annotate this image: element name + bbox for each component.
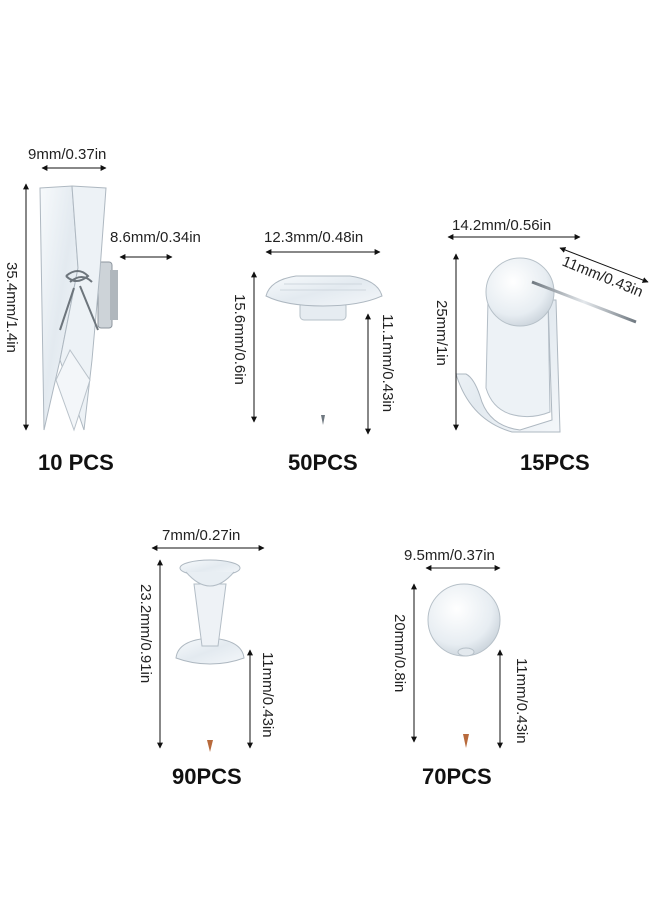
round-height-label: 20mm/0.8in bbox=[391, 614, 408, 693]
push-pin-label: 11mm/0.43in bbox=[259, 652, 276, 738]
push-pin-icon bbox=[175, 559, 245, 752]
clip-pin-label: 8.6mm/0.34in bbox=[110, 229, 201, 246]
clip-count: 10 PCS bbox=[38, 450, 114, 475]
flat-width-label: 12.3mm/0.48in bbox=[264, 229, 364, 246]
push-height-label: 23.2mm/0.91in bbox=[137, 584, 154, 684]
push-width-label: 7mm/0.27in bbox=[162, 527, 241, 544]
round-pin-label: 11mm/0.43in bbox=[513, 658, 530, 744]
hook-count: 15PCS bbox=[520, 450, 590, 475]
clip-height-label: 35.4mm/1.4in bbox=[3, 262, 20, 353]
clip-width-label: 9mm/0.37in bbox=[28, 146, 107, 163]
push-count: 90PCS bbox=[172, 764, 242, 789]
flat-count: 50PCS bbox=[288, 450, 358, 475]
round-head-pin-icon bbox=[427, 583, 501, 748]
flat-head-pin-icon bbox=[265, 275, 383, 425]
hook-pin-icon bbox=[455, 257, 637, 433]
round-width-label: 9.5mm/0.37in bbox=[404, 547, 495, 564]
round-count: 70PCS bbox=[422, 764, 492, 789]
flat-height-label: 15.6mm/0.6in bbox=[231, 294, 248, 385]
hook-height-label: 25mm/1in bbox=[433, 300, 450, 366]
hook-pin-dimension bbox=[559, 247, 649, 283]
flat-pin-label: 11.1mm/0.43in bbox=[379, 314, 396, 413]
clip-pin-icon bbox=[39, 185, 172, 432]
hook-width-label: 14.2mm/0.56in bbox=[452, 217, 552, 234]
